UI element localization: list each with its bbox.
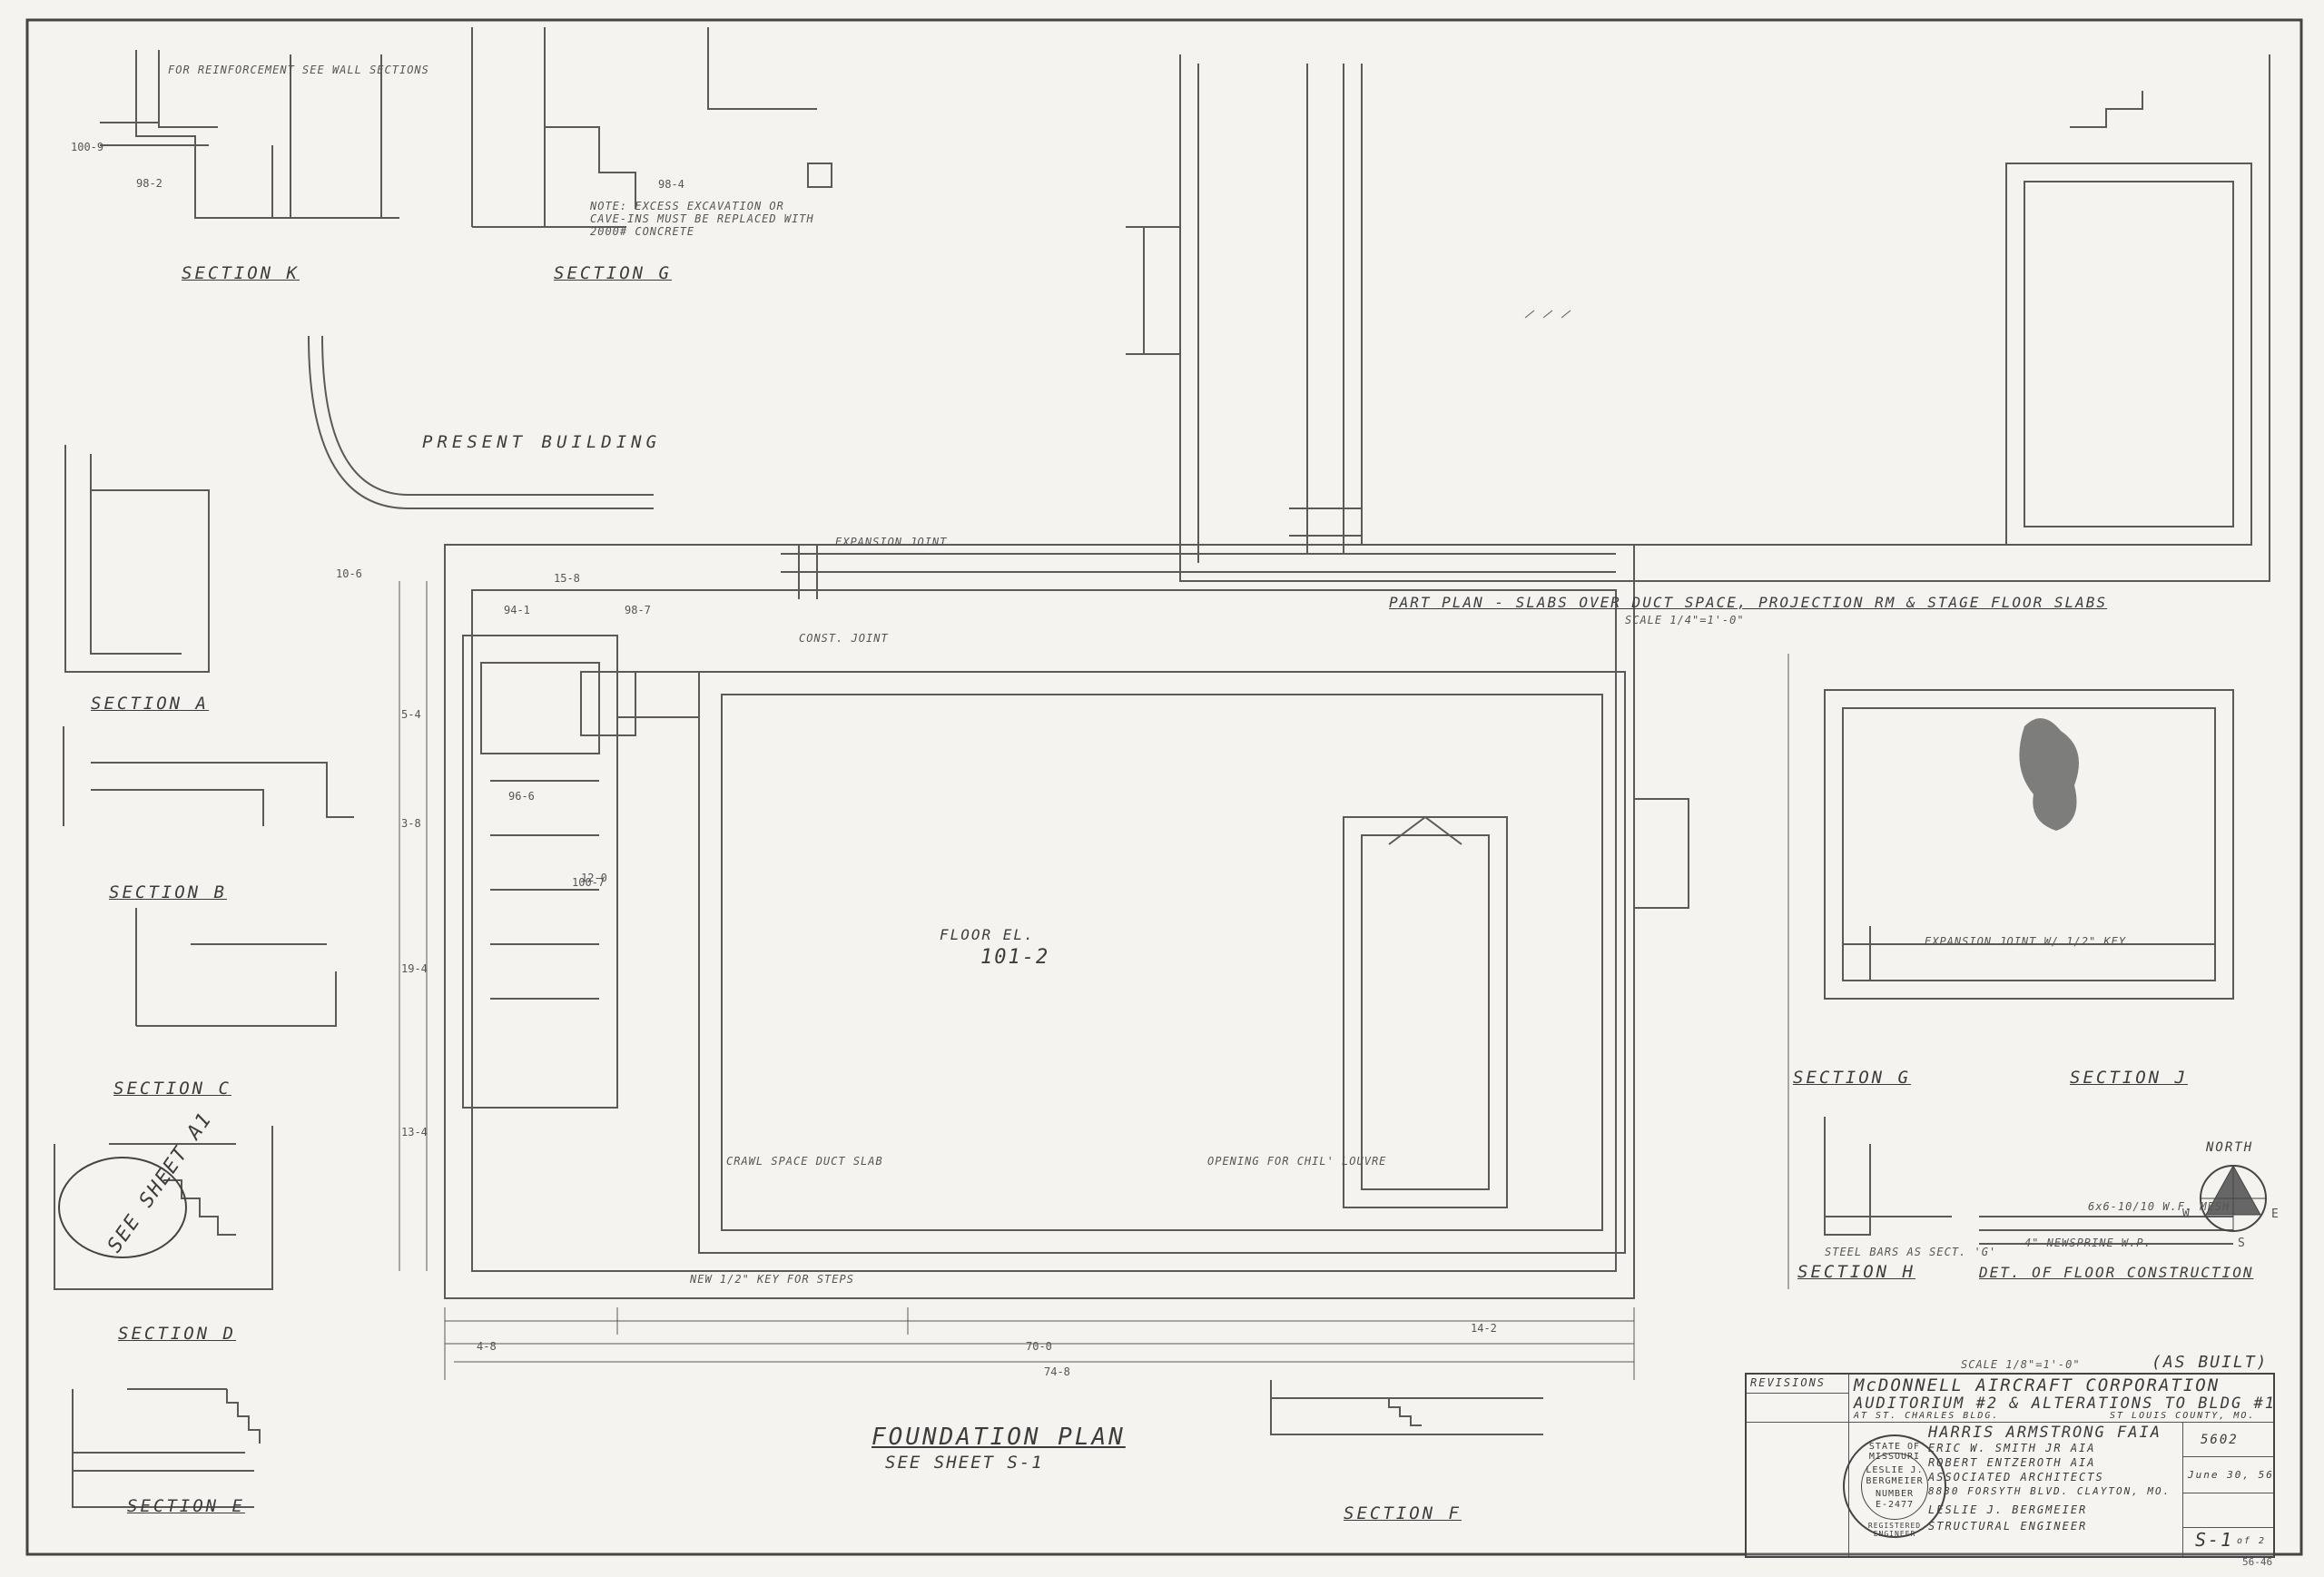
dim-74-8: 74-8 [1044, 1365, 1070, 1378]
note-steel-bars: STEEL BARS AS SECT. 'G' [1825, 1246, 1997, 1258]
dim-5-4: 5-4 [401, 708, 421, 721]
dim-12-0: 12-0 [581, 872, 607, 884]
north-e: E [2271, 1207, 2279, 1221]
north-w: W [2182, 1207, 2190, 1221]
part-plan-title: PART PLAN - SLABS OVER DUCT SPACE, PROJE… [1389, 594, 2108, 611]
dim-70-0: 70-0 [1026, 1340, 1052, 1353]
client-name: McDONNELL AIRCRAFT CORPORATION [1854, 1375, 2221, 1395]
see-sheet-note: SEE SHEET S-1 [885, 1453, 1044, 1473]
north-s: S [2238, 1237, 2245, 1250]
engineer-seal: STATE OF MISSOURI LESLIE J. BERGMEIER NU… [1843, 1434, 1946, 1538]
part-plan-scale: SCALE 1/4"=1'-0" [1625, 614, 1745, 626]
engineer-title: STRUCTURAL ENGINEER [1928, 1520, 2088, 1533]
note-newsprine: 4" NEWSPRINE W.P. [2024, 1237, 2152, 1249]
associate-1: ERIC W. SMITH JR AIA [1928, 1442, 2096, 1454]
section-d-label: SECTION D [118, 1324, 236, 1344]
sheet-of: of 2 [2237, 1536, 2267, 1546]
as-built-label: (AS BUILT) [2152, 1353, 2269, 1372]
sheet-number: S-1 [2195, 1529, 2234, 1551]
section-a-label: SECTION A [91, 694, 209, 714]
engineer-name: LESLIE J. BERGMEIER [1928, 1503, 2088, 1516]
section-e-label: SECTION E [127, 1496, 245, 1516]
title-block: REVISIONS McDONNELL AIRCRAFT CORPORATION… [1745, 1373, 2275, 1558]
dim-100-7: 100-7 [572, 876, 606, 889]
dim-98-7: 98-7 [625, 604, 651, 616]
dim-100-9: 100-9 [71, 141, 104, 153]
note-wf-mesh: 6x6-10/10 W.F. MESH [2088, 1200, 2230, 1213]
dim-94-1: 94-1 [504, 604, 530, 616]
dim-10-6: 10-6 [336, 567, 362, 580]
dim-96-6: 96-6 [508, 790, 535, 803]
section-c-label: SECTION C [113, 1079, 231, 1099]
dim-3-8: 3-8 [401, 817, 421, 830]
floor-elevation-label: FLOOR EL. [940, 926, 1035, 943]
note-expansion-joint: EXPANSION JOINT [835, 536, 948, 548]
architect-name: HARRIS ARMSTRONG FAIA [1928, 1424, 2162, 1442]
revisions-label: REVISIONS [1750, 1376, 1827, 1389]
note-opening-louvre: OPENING FOR CHIL' LOUVRE [1207, 1155, 1387, 1168]
associate-2: ROBERT ENTZEROTH AIA [1928, 1456, 2096, 1469]
note-excavation: NOTE: EXCESS EXCAVATION OR CAVE-INS MUST… [590, 200, 814, 238]
job-number: 5602 [2201, 1433, 2239, 1447]
associates-title: ASSOCIATED ARCHITECTS [1928, 1471, 2104, 1483]
note-crawl-space: CRAWL SPACE DUCT SLAB [726, 1155, 883, 1168]
drawing-date: June 30, 56 [2188, 1469, 2274, 1481]
north-arrow-icon [2200, 1164, 2267, 1232]
architect-address: 8830 FORSYTH BLVD. CLAYTON, MO. [1928, 1485, 2171, 1497]
north-label: NORTH [2206, 1140, 2254, 1155]
project-county: ST LOUIS COUNTY, MO. [2110, 1411, 2256, 1421]
see-sheet-circle [58, 1157, 187, 1258]
seal-registered: REGISTERED ENGINEER [1867, 1522, 1922, 1538]
dim-19-4: 19-4 [401, 962, 428, 975]
section-g-right-label: SECTION G [1793, 1068, 1911, 1088]
floor-elevation-value: 101-2 [980, 946, 1050, 969]
note-const-joint: CONST. JOINT [799, 632, 889, 645]
corner-number: 56-46 [2242, 1556, 2273, 1568]
note-key-steps: NEW 1/2" KEY FOR STEPS [690, 1273, 854, 1286]
section-j-label: SECTION J [2070, 1068, 2188, 1088]
seal-name-2: BERGMEIER [1866, 1476, 1924, 1486]
project-location: AT ST. CHARLES BLDG. [1854, 1411, 2000, 1421]
seal-number: E-2477 [1875, 1500, 1915, 1510]
present-building-label: PRESENT BUILDING [422, 432, 662, 452]
dim-98-2: 98-2 [136, 177, 162, 190]
seal-state: STATE OF MISSOURI [1868, 1442, 1921, 1462]
section-h-label: SECTION H [1797, 1262, 1915, 1282]
section-g-label: SECTION G [554, 263, 672, 283]
dim-15-8: 15-8 [554, 572, 580, 585]
ink-stain [2019, 718, 2079, 831]
dim-13-4: 13-4 [401, 1126, 428, 1138]
floor-construction-label: DET. OF FLOOR CONSTRUCTION [1979, 1264, 2254, 1281]
seal-number-label: NUMBER [1875, 1489, 1915, 1499]
dim-14-2: 14-2 [1471, 1322, 1497, 1335]
dim-4-8: 4-8 [477, 1340, 497, 1353]
note-expansion-key: EXPANSION JOINT W/ 1/2" KEY [1925, 935, 2127, 948]
dim-98-4: 98-4 [658, 178, 684, 191]
foundation-plan-title: FOUNDATION PLAN [872, 1424, 1126, 1451]
section-k-label: SECTION K [182, 263, 300, 283]
section-b-label: SECTION B [109, 882, 227, 902]
scale-label: SCALE 1/8"=1'-0" [1961, 1358, 2081, 1371]
section-f-label: SECTION F [1344, 1503, 1462, 1523]
seal-name-1: LESLIE J. [1866, 1465, 1924, 1475]
note-reinforcement: FOR REINFORCEMENT SEE WALL SECTIONS [168, 64, 429, 76]
project-name: AUDITORIUM #2 & ALTERATIONS TO BLDG #1 [1854, 1395, 2276, 1413]
